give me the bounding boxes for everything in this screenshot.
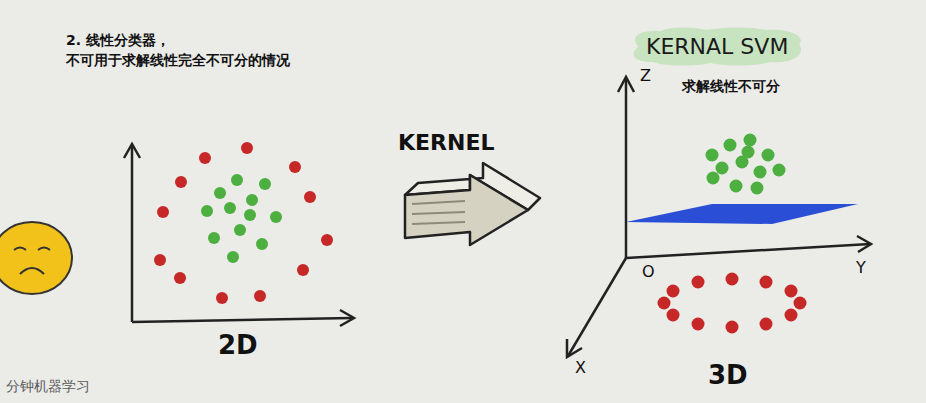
watermark: 分钟机器学习 <box>6 378 90 396</box>
red-dots-2d <box>154 142 333 304</box>
cloud-title: KERNAL SVM <box>628 26 806 67</box>
green-dots-3d <box>706 134 786 195</box>
axis-caption: 3D <box>708 360 748 390</box>
heading: 不可用于求解线性完全不可分的情况 <box>66 52 290 70</box>
subtitle: 求解线性不可分 <box>682 78 780 96</box>
red-ring-3d <box>658 273 807 334</box>
green-dots-2d <box>201 174 282 263</box>
axis-letter: O <box>642 262 655 281</box>
node-text: KERNAL SVM <box>646 34 788 59</box>
axes-3d <box>567 77 871 357</box>
axis-letter: Z <box>640 66 651 85</box>
cloud-fill <box>634 27 801 65</box>
axis-letter: Y <box>856 258 866 277</box>
axis-caption: 2D <box>218 330 258 360</box>
kernel-arrow <box>405 163 540 245</box>
heading: 2. 线性分类器， <box>66 32 170 50</box>
separating-plane <box>626 204 858 224</box>
sad-face <box>0 222 72 294</box>
axis-letter: X <box>575 358 586 377</box>
arrow-label: KERNEL <box>398 130 494 155</box>
axes-2d <box>124 144 354 326</box>
